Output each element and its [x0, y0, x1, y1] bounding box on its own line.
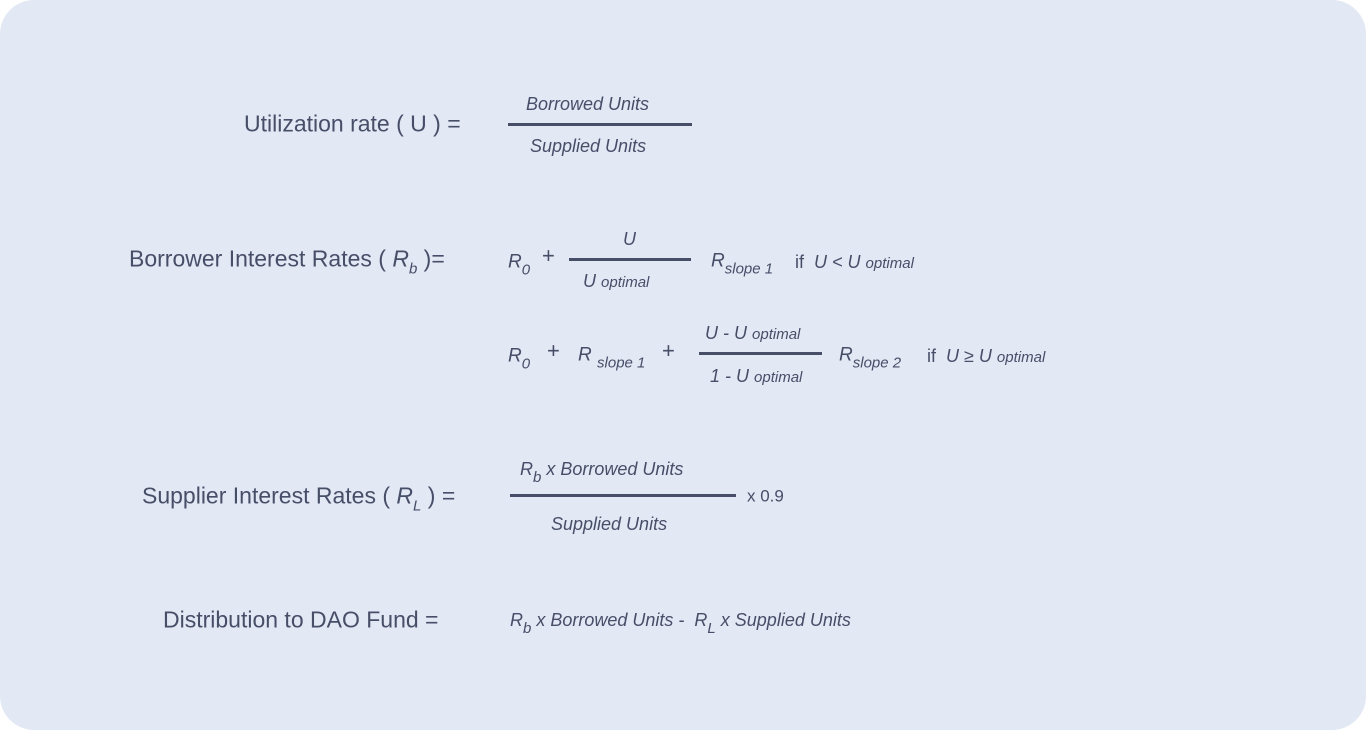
case1-denominator: U optimal: [583, 271, 650, 291]
utilization-numerator: Borrowed Units: [526, 94, 650, 114]
case1-condition: if U < U optimal: [795, 252, 914, 272]
case2-denominator: 1 - U optimal: [710, 366, 803, 386]
fraction-bar: [699, 352, 822, 355]
r0-term: R0: [508, 345, 531, 373]
borrower-label: Borrower Interest Rates ( Rb )=: [129, 245, 445, 278]
fraction-bar: [510, 494, 736, 497]
supplier-multiplier: x 0.9: [747, 486, 784, 506]
supplier-label: Supplier Interest Rates ( RL ) =: [142, 482, 456, 515]
case1-numerator: U: [623, 229, 636, 249]
slope2-term: Rslope 2: [839, 344, 902, 372]
plus-sign: +: [542, 243, 555, 268]
case2-numerator: U - U optimal: [705, 323, 801, 343]
slope1-term: Rslope 1: [711, 250, 774, 278]
fraction-bar: [569, 258, 691, 261]
utilization-denominator: Supplied Units: [530, 136, 647, 156]
supplier-denominator: Supplied Units: [551, 514, 668, 534]
plus-sign: +: [662, 338, 675, 363]
dao-label: Distribution to DAO Fund =: [163, 606, 439, 633]
case2-condition: if U ≥ U optimal: [927, 346, 1046, 366]
dao-formula: Rb x Borrowed Units - RL x Supplied Unit…: [510, 610, 851, 637]
plus-sign: +: [547, 338, 560, 363]
slope1-term: R slope 1: [578, 344, 646, 372]
utilization-label: Utilization rate ( U ) =: [244, 110, 461, 137]
supplier-numerator: Rb x Borrowed Units: [520, 459, 684, 486]
r0-term: R0: [508, 251, 531, 279]
fraction-bar: [508, 123, 692, 126]
